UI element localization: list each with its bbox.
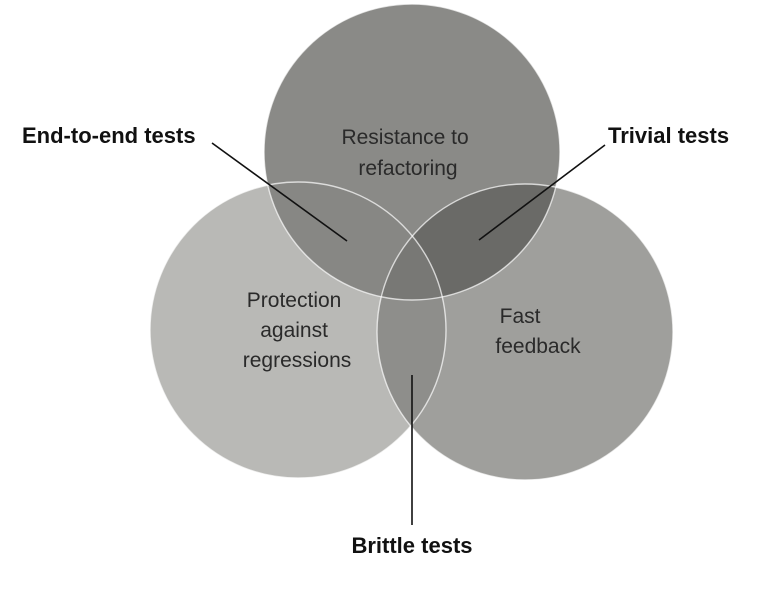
leader-end-to-end-tests	[211, 142, 348, 242]
label-protection-against-regressions: Protection against regressions	[243, 289, 352, 372]
label-fast-feedback: Fast feedback	[495, 305, 581, 358]
label-resistance-to-refactoring: Resistance to refactoring	[341, 126, 474, 180]
label-line: Fast	[500, 305, 541, 328]
label-line: against	[260, 319, 328, 342]
overlap-top-left	[264, 182, 446, 300]
label-line: Protection	[247, 289, 342, 312]
label-line: Resistance to	[341, 126, 468, 149]
label-line: refactoring	[358, 157, 457, 180]
label-line: feedback	[495, 335, 581, 358]
callout-brittle-tests: Brittle tests	[351, 533, 472, 558]
leader-trivial-tests	[478, 144, 606, 241]
callout-end-to-end-tests: End-to-end tests	[22, 123, 196, 148]
overlap-top-right	[377, 184, 560, 300]
label-line: regressions	[243, 349, 352, 372]
callout-trivial-tests: Trivial tests	[608, 123, 729, 148]
